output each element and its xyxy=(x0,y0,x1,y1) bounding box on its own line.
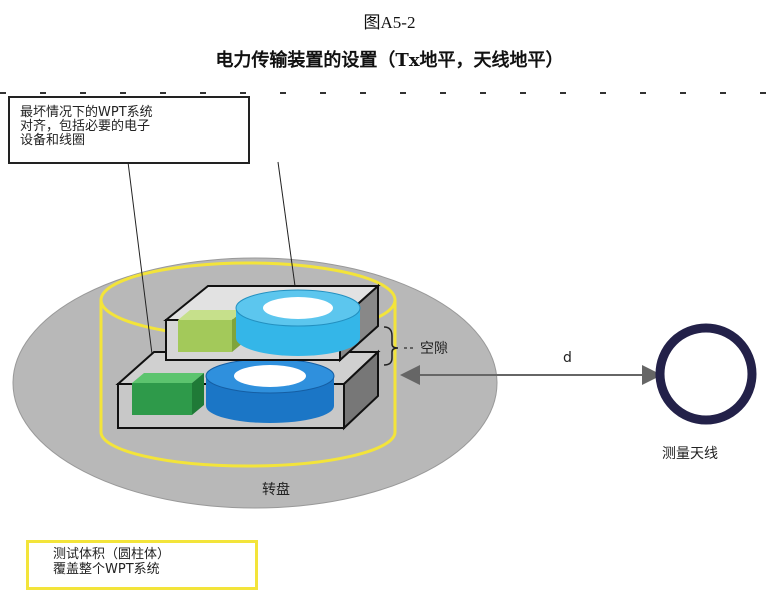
antenna-label: 测量天线 xyxy=(662,446,718,462)
gap-label: 空隙 xyxy=(420,341,448,357)
test-volume-callout: 测试体积（圆柱体） 覆盖整个WPT系统 xyxy=(26,540,258,590)
lower-electronics-side xyxy=(192,373,204,415)
leader-line-right xyxy=(277,161,296,287)
upper-coil-hole xyxy=(263,297,333,319)
figure-label: 图A5-2 xyxy=(363,13,416,32)
distance-label: d xyxy=(563,350,572,366)
figure-title: 电力传输装置的设置（Tx地平，天线地平） xyxy=(215,50,564,71)
measurement-antenna xyxy=(655,323,757,425)
leader-line-left xyxy=(127,161,153,355)
wpt-alignment-callout: 最坏情况下的WPT系统 对齐，包括必要的电子 设备和线圈 xyxy=(8,96,250,164)
lower-coil-hole xyxy=(234,365,306,387)
upper-electronics xyxy=(178,320,232,352)
lower-electronics xyxy=(132,383,192,415)
gap-bracket xyxy=(383,326,399,366)
turntable-label: 转盘 xyxy=(262,482,290,498)
lower-electronics-top xyxy=(132,373,204,383)
test-volume-bottom xyxy=(99,431,397,468)
upper-electronics-top xyxy=(178,310,244,320)
